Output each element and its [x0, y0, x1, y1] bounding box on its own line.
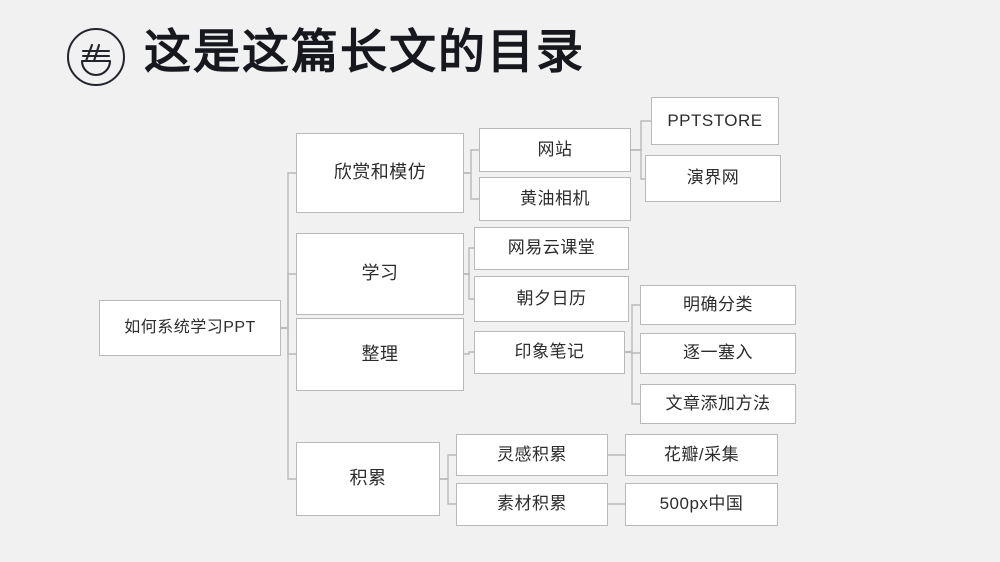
connector-n4-to-n10 [440, 454, 456, 480]
connector-n2-to-n8 [464, 273, 474, 300]
mindmap-node-n5[interactable]: 网站 [479, 128, 631, 172]
connector-n5-to-n12 [631, 120, 651, 151]
mindmap-node-n14[interactable]: 明确分类 [640, 285, 796, 325]
node-label: PPTSTORE [667, 110, 763, 130]
mindmap-node-n13[interactable]: 演界网 [645, 155, 781, 202]
node-label: 朝夕日历 [516, 288, 587, 308]
node-label: 演界网 [686, 168, 740, 188]
mindmap-node-n1[interactable]: 欣赏和模仿 [296, 133, 464, 213]
connector-n1-to-n5 [464, 149, 479, 174]
node-label: 花瓣/采集 [663, 444, 740, 464]
node-label: 如何系统学习PPT [124, 319, 256, 337]
connector-n4-to-n11 [440, 478, 456, 505]
mindmap-node-n7[interactable]: 网易云课堂 [474, 227, 629, 270]
node-label: 学习 [361, 263, 399, 284]
connector-n1-to-n6 [464, 172, 479, 200]
noodle-bowl-icon [66, 27, 126, 87]
mindmap-node-n12[interactable]: PPTSTORE [651, 97, 779, 145]
connector-n5-to-n13 [631, 149, 645, 180]
mindmap-node-n18[interactable]: 500px中国 [625, 483, 778, 526]
connector-root-to-n4 [281, 327, 296, 480]
mindmap-node-n15[interactable]: 逐一塞入 [640, 333, 796, 374]
connector-n2-to-n7 [464, 247, 474, 275]
node-label: 网站 [537, 139, 573, 159]
mindmap-node-n6[interactable]: 黄油相机 [479, 177, 631, 221]
mindmap-node-n3[interactable]: 整理 [296, 318, 464, 391]
mindmap-node-n11[interactable]: 素材积累 [456, 483, 608, 526]
mindmap-node-n2[interactable]: 学习 [296, 233, 464, 315]
node-label: 黄油相机 [520, 188, 590, 208]
connector-n9-to-n16 [625, 351, 640, 405]
node-label: 积累 [349, 468, 387, 489]
node-label: 印象笔记 [514, 342, 585, 362]
node-label: 文章添加方法 [665, 393, 771, 413]
slide-header: 这是这篇长文的目录 [0, 0, 1000, 100]
node-label: 素材积累 [497, 494, 567, 514]
mindmap-node-root[interactable]: 如何系统学习PPT [99, 300, 281, 356]
node-label: 500px中国 [659, 494, 744, 514]
node-label: 明确分类 [683, 294, 753, 314]
connector-root-to-n2 [281, 273, 296, 329]
page-title: 这是这篇长文的目录 [144, 27, 585, 79]
mindmap-node-n17[interactable]: 花瓣/采集 [625, 434, 778, 476]
node-label: 网易云课堂 [507, 238, 596, 258]
connector-n3-to-n9 [464, 351, 474, 355]
mindmap-node-n10[interactable]: 灵感积累 [456, 434, 608, 476]
node-label: 灵感积累 [497, 444, 567, 464]
node-label: 逐一塞入 [683, 343, 753, 363]
mindmap-node-n4[interactable]: 积累 [296, 442, 440, 516]
node-label: 整理 [361, 343, 399, 364]
mindmap-node-n8[interactable]: 朝夕日历 [474, 276, 629, 322]
node-label: 欣赏和模仿 [333, 162, 427, 183]
mindmap-node-n9[interactable]: 印象笔记 [474, 331, 625, 374]
mindmap-node-n16[interactable]: 文章添加方法 [640, 384, 796, 424]
